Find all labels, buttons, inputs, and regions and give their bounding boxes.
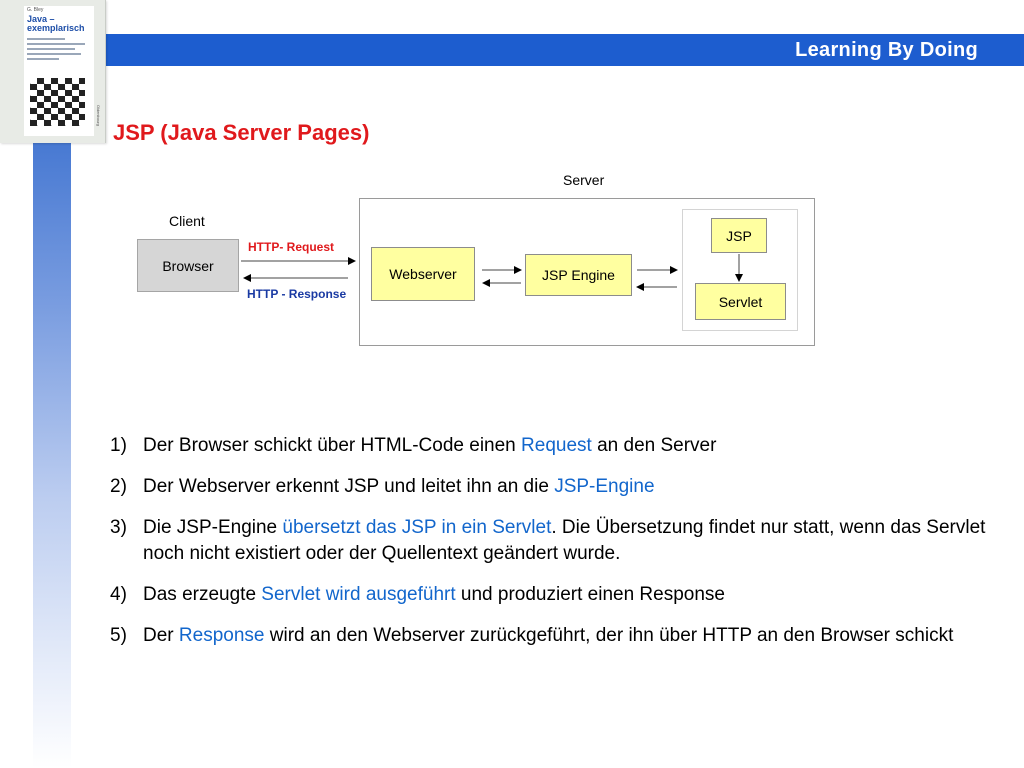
list-item-text: Der Browser schickt über HTML-Code einen	[143, 435, 522, 456]
highlighted-text: Servlet wird ausgeführt	[261, 584, 456, 605]
cover-text-lines	[27, 38, 91, 63]
list-item-text: und produziert einen Response	[455, 584, 725, 605]
list-item-text: Das erzeugte	[143, 584, 262, 605]
list-item: 4) Das erzeugte Servlet wird ausgeführt u…	[110, 582, 990, 608]
list-item-number: 1)	[110, 435, 127, 456]
list-item-text: Der	[143, 625, 179, 646]
http-request-label: HTTP- Request	[248, 240, 335, 254]
server-label: Server	[563, 172, 605, 188]
top-banner: Learning By Doing	[0, 34, 1024, 66]
list-item: 5) Der Response wird an den Webserver zur…	[110, 623, 990, 649]
list-item-text: Die JSP-Engine	[143, 517, 283, 538]
list-item-number: 3)	[110, 517, 127, 538]
browser-box: Browser	[137, 239, 239, 292]
list-item: 2) Der Webserver erkennt JSP und leitet i…	[110, 474, 990, 500]
steps-list: 1) Der Browser schickt über HTML-Code ein…	[110, 433, 990, 664]
list-item-text: an den Server	[591, 435, 717, 456]
cover-publisher: Oldenbourg	[96, 105, 101, 126]
list-item-text: Der Webserver erkennt JSP und leitet ihn…	[143, 476, 555, 497]
cover-title: Java – exemplarisch	[27, 14, 85, 33]
highlighted-text: JSP-Engine	[554, 476, 655, 497]
list-item-number: 5)	[110, 625, 127, 646]
chessboard-graphic	[30, 78, 85, 126]
jsp-box: JSP	[711, 218, 767, 253]
list-item-text: . Die Übersetzung findet nur statt, wenn…	[143, 517, 986, 564]
client-label: Client	[169, 213, 205, 229]
list-item-text: wird an den Webserver zurückgeführt, der…	[264, 625, 954, 646]
banner-title: Learning By Doing	[795, 39, 978, 61]
highlighted-text: Request	[521, 435, 592, 456]
list-item-number: 2)	[110, 476, 127, 497]
slide-title: JSP (Java Server Pages)	[113, 120, 370, 145]
webserver-box: Webserver	[371, 247, 475, 301]
cover-author: G. Bley	[27, 7, 44, 13]
jsp-engine-box: JSP Engine	[525, 254, 632, 296]
list-item: 1) Der Browser schickt über HTML-Code ein…	[110, 433, 990, 459]
http-response-label: HTTP - Response	[247, 287, 347, 301]
book-cover-image: G. Bley Java – exemplarisch Oldenbourg	[0, 0, 106, 143]
list-item: 3) Die JSP-Engine übersetzt das JSP in ei…	[110, 515, 990, 567]
list-item-number: 4)	[110, 584, 127, 605]
highlighted-text: übersetzt das JSP in ein Servlet	[282, 517, 552, 538]
servlet-container-frame	[682, 209, 798, 331]
book-cover-page: G. Bley Java – exemplarisch	[24, 6, 94, 136]
highlighted-text: Response	[178, 625, 265, 646]
servlet-box: Servlet	[695, 283, 786, 320]
